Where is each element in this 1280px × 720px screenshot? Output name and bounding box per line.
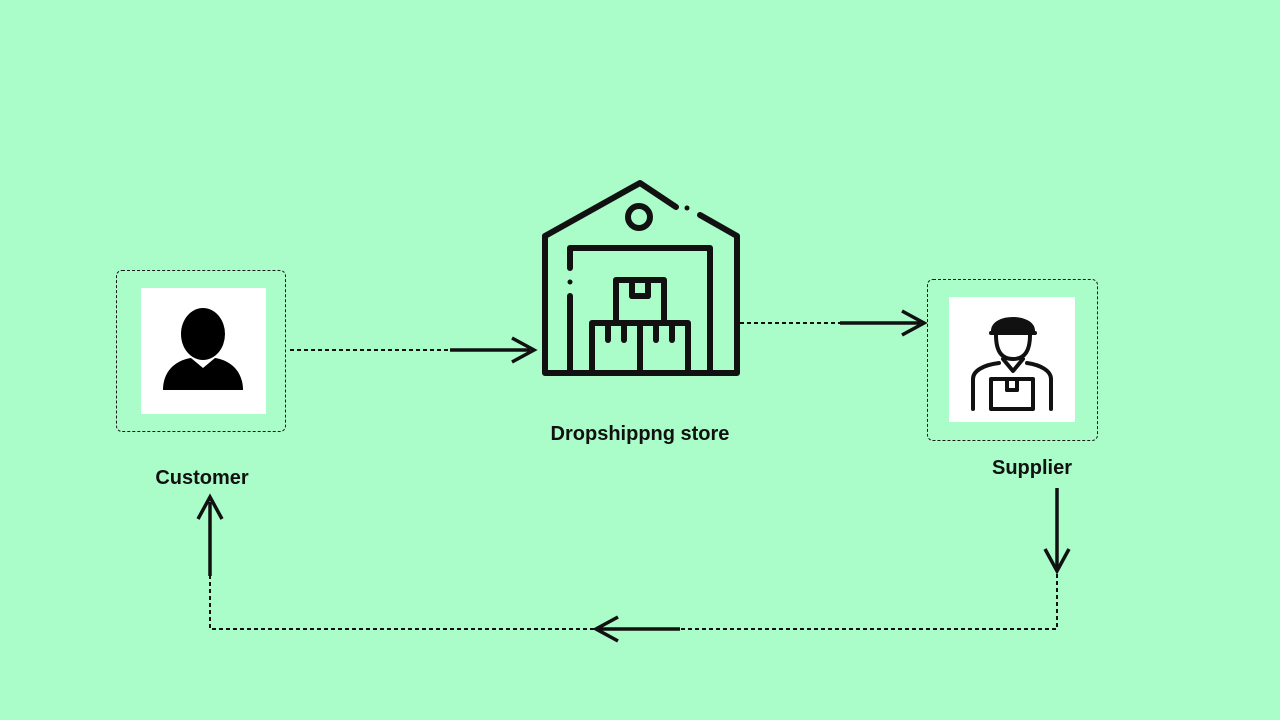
customer-label: Customer bbox=[155, 467, 249, 489]
supplier-node-frame bbox=[927, 279, 1098, 441]
store-label: Dropshippng store bbox=[550, 423, 730, 445]
connector-store-to-supplier bbox=[740, 309, 928, 337]
delivery-worker-icon bbox=[971, 317, 1053, 411]
connector-supplier-to-customer bbox=[196, 488, 1071, 643]
person-icon bbox=[163, 308, 243, 390]
supplier-label: Supplier bbox=[991, 457, 1072, 479]
supplier-icon-card bbox=[949, 297, 1075, 422]
customer-icon-card bbox=[141, 288, 266, 414]
warehouse-icon bbox=[542, 180, 740, 376]
customer-node-frame bbox=[116, 270, 286, 432]
connector-customer-to-store bbox=[290, 336, 538, 364]
